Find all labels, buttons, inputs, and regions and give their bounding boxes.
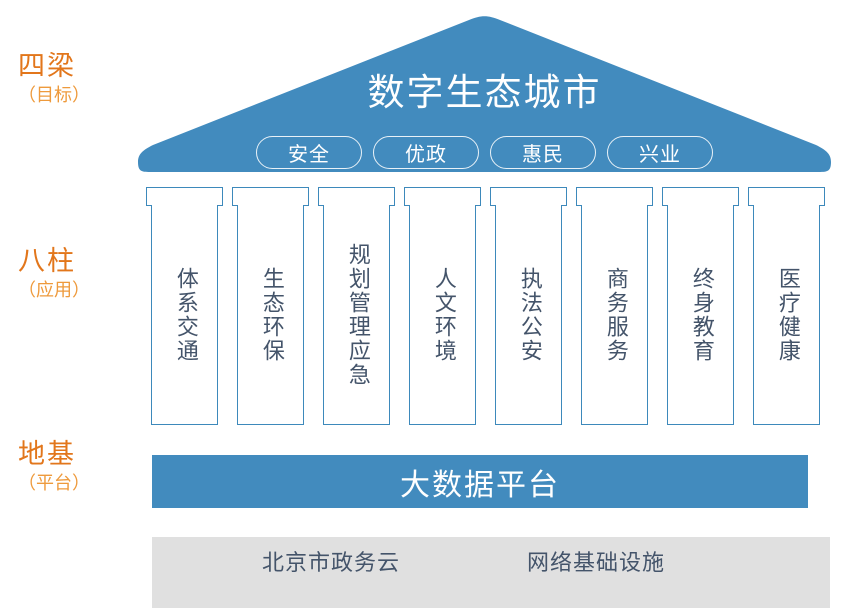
pillar-capital (404, 187, 481, 206)
pillar-humanities[interactable]: 人文环境 (404, 187, 481, 427)
pillar-capital (318, 187, 395, 206)
pillar-shaft: 体系交通 (151, 205, 218, 425)
tier-app-title: 八柱 (18, 246, 76, 277)
tier-base-title: 地基 (18, 439, 76, 470)
roof-pill-livelihood[interactable]: 惠民 (490, 136, 596, 169)
pillar-environment[interactable]: 生态环保 (232, 187, 309, 427)
pillar-medical-health[interactable]: 医疗健康 (748, 187, 825, 427)
platform-bar[interactable]: 大数据平台 (152, 455, 808, 508)
pillar-shaft: 医疗健康 (753, 205, 820, 425)
infrastructure-bar: 北京市政务云 网络基础设施 (152, 537, 830, 608)
pillar-label: 商务服务 (602, 266, 628, 363)
pillar-label: 执法公安 (516, 266, 542, 363)
pillar-group: 体系交通 生态环保 规划管理应急 人文环境 执法公安 (146, 187, 825, 427)
pillar-shaft: 商务服务 (581, 205, 648, 425)
roof-pediment: 数字生态城市 安全 优政 惠民 兴业 (136, 14, 833, 174)
roof-pill-safety[interactable]: 安全 (256, 136, 362, 169)
pillar-shaft: 执法公安 (495, 205, 562, 425)
roof-pill-group: 安全 优政 惠民 兴业 (136, 136, 833, 169)
pillar-transport[interactable]: 体系交通 (146, 187, 223, 427)
roof-pill-governance[interactable]: 优政 (373, 136, 479, 169)
pillar-capital (662, 187, 739, 206)
pillar-shaft: 生态环保 (237, 205, 304, 425)
pillar-capital (232, 187, 309, 206)
pillar-capital (146, 187, 223, 206)
tier-label-goal: 四梁 （目标） (18, 52, 138, 109)
infrastructure-item-network[interactable]: 网络基础设施 (527, 551, 666, 576)
pillar-capital (748, 187, 825, 206)
pillar-shaft: 人文环境 (409, 205, 476, 425)
tier-goal-title: 四梁 (18, 51, 76, 82)
tier-label-application: 八柱 （应用） (18, 247, 138, 304)
roof-shape-icon (138, 16, 831, 172)
platform-label: 大数据平台 (400, 467, 560, 503)
pillar-shaft: 规划管理应急 (323, 205, 390, 425)
pillar-capital (490, 187, 567, 206)
pillar-capital (576, 187, 653, 206)
tier-goal-subtitle: （目标） (18, 84, 90, 106)
pillar-law-enforcement[interactable]: 执法公安 (490, 187, 567, 427)
pillar-label: 生态环保 (258, 266, 284, 363)
pillar-business-services[interactable]: 商务服务 (576, 187, 653, 427)
roof-title: 数字生态城市 (367, 71, 602, 114)
pillar-planning-emergency[interactable]: 规划管理应急 (318, 187, 395, 427)
tier-label-foundation: 地基 （平台） (18, 440, 138, 497)
pillar-label: 规划管理应急 (344, 242, 370, 387)
pillar-label: 人文环境 (430, 266, 456, 363)
infrastructure-item-gov-cloud[interactable]: 北京市政务云 (262, 551, 401, 576)
roof-pill-industry[interactable]: 兴业 (607, 136, 713, 169)
tier-base-subtitle: （平台） (18, 472, 90, 494)
pillar-label: 医疗健康 (774, 266, 800, 363)
pillar-lifelong-education[interactable]: 终身教育 (662, 187, 739, 427)
pillar-shaft: 终身教育 (667, 205, 734, 425)
tier-app-subtitle: （应用） (18, 279, 90, 301)
pillar-label: 终身教育 (688, 266, 714, 363)
pillar-label: 体系交通 (172, 266, 198, 363)
